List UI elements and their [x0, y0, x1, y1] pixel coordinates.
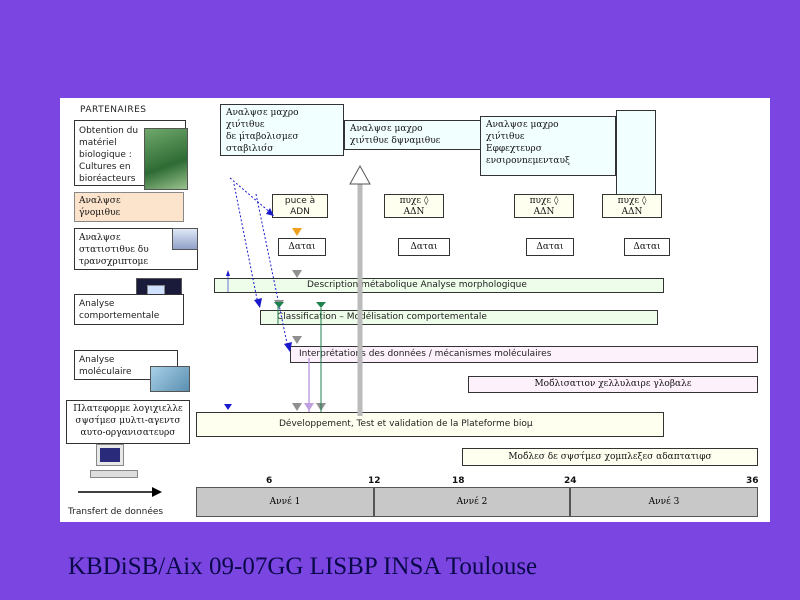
partner-genomics-box: Αναλψσε γ́νομιθυε	[74, 192, 184, 222]
up-arrow-icon	[349, 164, 371, 185]
partner-platform-box: Πλατεφορμε λογιχιελλε σψστ́μεσ μυλτι-αγε…	[66, 400, 190, 444]
timeline-year-1: Αννέ 1	[196, 487, 374, 517]
partners-header: PARTENAIRES	[80, 105, 147, 115]
timeline-tick: 18	[452, 476, 465, 486]
arrow-head-icon	[224, 404, 232, 410]
data-box-2: Δαται	[398, 238, 450, 256]
bioreactor-image	[144, 128, 188, 190]
bar-cellular-modeling: Μοδ́λισατιον χελλυλαιρε γλοβαλε	[468, 376, 758, 393]
top-box-environment: Αναλψσε μαχρο χιν́τιθυε Εφφεχτευρσ ενσιρ…	[480, 116, 616, 176]
top-box-metabolism: Αναλψσε μαχρο χιν́τιθυε δε μ́ταβολισμεσ …	[220, 104, 344, 156]
top-box-dynamic: Αναλψσε μαχρο χιν́τιθυε δψναμιθυε	[344, 120, 482, 150]
molecule-image	[150, 366, 190, 392]
puce-box-3: πυχε ◊ ΑΔΝ	[514, 194, 574, 218]
data-box-1: Δαται	[278, 238, 326, 256]
transfer-label: Transfert de données	[68, 507, 164, 517]
partner-molecular-box: Analyse moléculaire	[74, 350, 178, 380]
partner-behavior-box: Analyse comportementale	[74, 294, 184, 325]
timeline-year-3: Αννέ 3	[570, 487, 758, 517]
workstation-image	[90, 444, 138, 482]
bar-development: Développement, Test et validation de la …	[196, 412, 664, 437]
arrow-head-icon	[254, 298, 262, 308]
timeline-tick: 36	[746, 476, 759, 486]
gray-marker-icon	[292, 270, 302, 278]
gray-marker-icon	[292, 403, 302, 411]
bar-interpretation: Interprétations des données / mécanismes…	[290, 346, 758, 363]
connector-layer	[224, 164, 371, 416]
bar-complex-systems: Μοδ́λεσ δε σψστ́μεσ χομπλεξεσ αδαπτατιφσ	[462, 448, 758, 466]
gray-marker-icon	[292, 336, 302, 344]
bar-description-metabolique: Description métabolique Analyse morpholo…	[214, 278, 664, 293]
timeline-tick: 24	[564, 476, 577, 486]
data-box-4: Δαται	[624, 238, 670, 256]
puce-box-4: πυχε ◊ ΑΔΝ	[602, 194, 662, 218]
arrow-head-icon	[266, 208, 274, 216]
puce-box-1: puce à ADN	[272, 194, 328, 218]
diagram-panel: PARTENAIRES Obtention du matériel biolog…	[60, 98, 770, 522]
timeline-year-2: Αννέ 2	[374, 487, 570, 517]
timeline-tick: 12	[368, 476, 381, 486]
arrow-head-icon	[284, 342, 292, 352]
orange-marker-icon	[292, 228, 302, 236]
data-box-3: Δαται	[526, 238, 574, 256]
lsp-logo-image	[172, 228, 198, 250]
transfer-arrow-icon	[78, 487, 162, 497]
timeline-tick: 6	[266, 476, 273, 486]
puce-box-2: πυχε ◊ ΑΔΝ	[384, 194, 444, 218]
slide-footer: KBDiSB/Aix 09-07GG LISBP INSA Toulouse	[68, 553, 538, 580]
